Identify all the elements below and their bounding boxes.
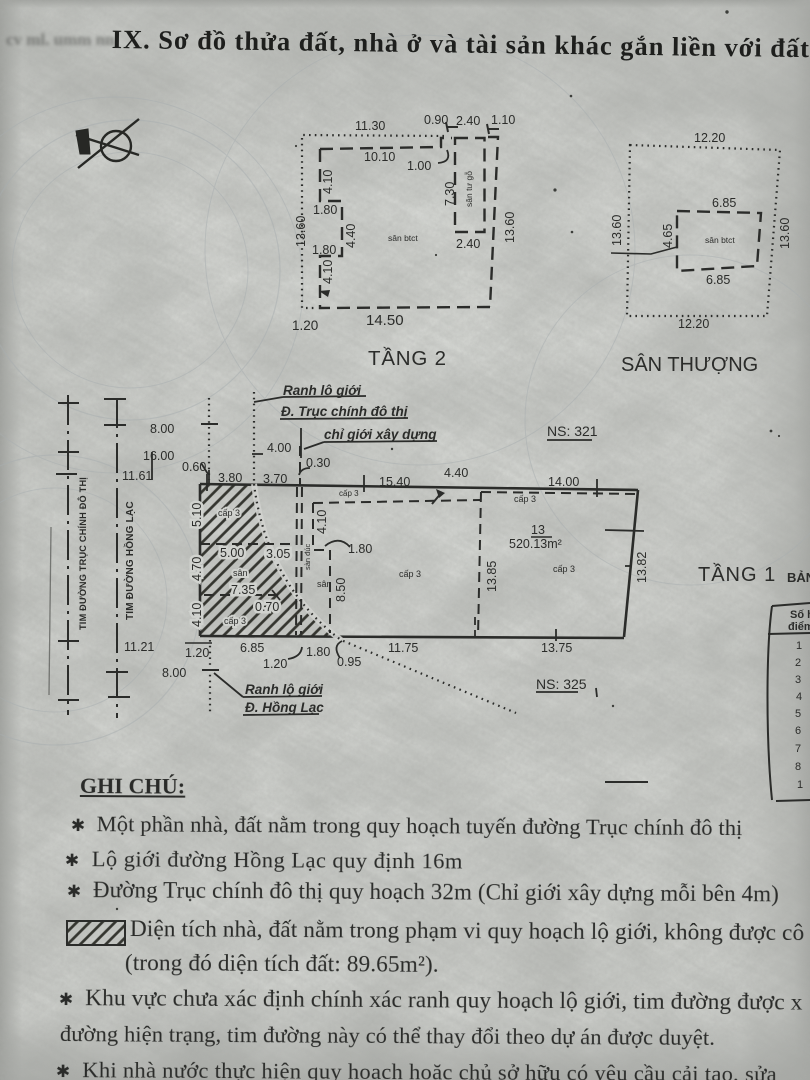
svg-text:6: 6 (795, 725, 801, 737)
svg-text:3: 3 (795, 674, 801, 686)
svg-text:cấp 3: cấp 3 (339, 489, 359, 498)
svg-text:cv ml. umm nn: cv ml. umm nn (6, 30, 115, 49)
svg-text:1.20: 1.20 (263, 657, 287, 671)
svg-text:6.85: 6.85 (712, 196, 736, 210)
svg-text:6.85: 6.85 (240, 641, 264, 655)
svg-text:13.82: 13.82 (635, 552, 649, 583)
svg-text:8: 8 (795, 761, 801, 773)
svg-text:TẦNG 2: TẦNG 2 (368, 347, 447, 370)
svg-text:11.75: 11.75 (388, 641, 418, 655)
svg-text:1.80: 1.80 (313, 203, 337, 217)
svg-text:0.30: 0.30 (306, 456, 330, 470)
svg-text:sân btct: sân btct (388, 233, 418, 243)
svg-text:1.80: 1.80 (306, 645, 330, 659)
svg-text:10.10: 10.10 (364, 150, 395, 164)
svg-text:4.10: 4.10 (190, 603, 204, 627)
svg-text:0.95: 0.95 (337, 655, 361, 669)
svg-text:4.70: 4.70 (190, 557, 204, 581)
svg-text:cấp 3: cấp 3 (399, 569, 421, 579)
svg-text:1: 1 (797, 779, 803, 791)
svg-text:sân tư gỗ: sân tư gỗ (464, 171, 474, 207)
svg-text:1.20: 1.20 (185, 646, 209, 660)
svg-text:Đ. Trục chính đô thị: Đ. Trục chính đô thị (281, 404, 408, 419)
svg-text:13.85: 13.85 (485, 561, 499, 592)
svg-text:12.20: 12.20 (678, 317, 709, 331)
svg-text:7.35: 7.35 (231, 583, 255, 597)
svg-text:4.65: 4.65 (661, 224, 675, 248)
svg-text:2.40: 2.40 (456, 114, 480, 128)
svg-text:4: 4 (796, 691, 802, 703)
svg-text:TIM ĐƯỜNG TRỤC CHÍNH ĐÔ THỊ: TIM ĐƯỜNG TRỤC CHÍNH ĐÔ THỊ (77, 477, 88, 630)
svg-text:5: 5 (795, 708, 801, 720)
svg-text:16.00: 16.00 (143, 449, 174, 463)
svg-text:1.20: 1.20 (292, 318, 318, 333)
svg-text:3.05: 3.05 (266, 547, 290, 561)
svg-text:8.00: 8.00 (150, 422, 174, 436)
svg-text:SÂN THƯỢNG: SÂN THƯỢNG (621, 353, 758, 376)
svg-text:cấp 3: cấp 3 (553, 564, 575, 574)
svg-text:5.10: 5.10 (190, 503, 204, 527)
svg-text:13: 13 (531, 523, 545, 537)
svg-text:sân: sân (233, 568, 248, 578)
svg-text:sàn đúc: sàn đúc (303, 543, 312, 570)
svg-text:cấp 3: cấp 3 (514, 494, 536, 504)
svg-text:NS: 325: NS: 325 (536, 676, 587, 692)
svg-text:4.00: 4.00 (267, 441, 291, 455)
svg-text:TẦNG 1: TẦNG 1 (698, 563, 776, 586)
svg-text:BẢN: BẢN (787, 570, 810, 585)
svg-text:13.60: 13.60 (503, 212, 517, 243)
svg-text:cấp 3: cấp 3 (218, 508, 240, 518)
svg-text:13.60: 13.60 (778, 218, 792, 249)
svg-text:520.13m²: 520.13m² (509, 537, 562, 551)
svg-text:12.20: 12.20 (694, 131, 725, 145)
svg-text:4.10: 4.10 (321, 170, 335, 194)
svg-text:5.00: 5.00 (220, 546, 244, 560)
svg-text:NS: 321: NS: 321 (547, 423, 598, 439)
svg-text:chỉ giới xây dựng: chỉ giới xây dựng (324, 427, 437, 442)
svg-text:1.10: 1.10 (491, 113, 515, 127)
svg-text:Ranh lộ giới: Ranh lộ giới (283, 383, 361, 398)
svg-text:3.70: 3.70 (263, 472, 287, 486)
svg-text:Đ. Hồng Lạc: Đ. Hồng Lạc (245, 700, 324, 715)
svg-text:14.50: 14.50 (366, 312, 404, 329)
svg-text:4.40: 4.40 (444, 466, 468, 480)
svg-text:8.00: 8.00 (162, 666, 186, 680)
svg-text:7.30: 7.30 (443, 182, 457, 206)
svg-text:7: 7 (795, 743, 801, 755)
svg-text:11.30: 11.30 (355, 119, 385, 133)
svg-text:Ranh lộ giới: Ranh lộ giới (245, 682, 323, 697)
svg-text:2.40: 2.40 (456, 237, 480, 251)
svg-text:1.80: 1.80 (312, 243, 336, 257)
svg-text:14.00: 14.00 (548, 475, 579, 489)
svg-text:Số h: Số h (790, 609, 810, 621)
svg-text:1.80: 1.80 (348, 542, 372, 556)
svg-text:điểm: điểm (788, 621, 810, 633)
svg-text:1.00: 1.00 (407, 159, 431, 173)
svg-text:0.70: 0.70 (255, 600, 279, 614)
svg-text:0.60: 0.60 (182, 460, 206, 474)
svg-text:13.75: 13.75 (541, 641, 572, 655)
svg-text:4.40: 4.40 (344, 224, 358, 248)
svg-text:TIM ĐƯỜNG HỒNG LẠC: TIM ĐƯỜNG HỒNG LẠC (123, 501, 136, 620)
svg-text:4.10: 4.10 (321, 260, 335, 284)
svg-text:2: 2 (795, 657, 801, 669)
svg-text:3.80: 3.80 (218, 471, 242, 485)
svg-text:13.60: 13.60 (610, 215, 624, 246)
svg-text:0.90: 0.90 (424, 113, 448, 127)
svg-text:4.10: 4.10 (315, 510, 329, 534)
svg-text:6.85: 6.85 (706, 273, 730, 287)
svg-text:sân btct: sân btct (705, 235, 735, 245)
svg-text:13.60: 13.60 (294, 216, 308, 247)
svg-text:11.21: 11.21 (124, 640, 154, 654)
svg-text:11.61: 11.61 (122, 469, 152, 483)
svg-text:cấp 3: cấp 3 (224, 616, 246, 626)
svg-text:8.50: 8.50 (334, 578, 348, 602)
svg-text:sân: sân (317, 579, 332, 589)
svg-text:1: 1 (796, 640, 802, 652)
